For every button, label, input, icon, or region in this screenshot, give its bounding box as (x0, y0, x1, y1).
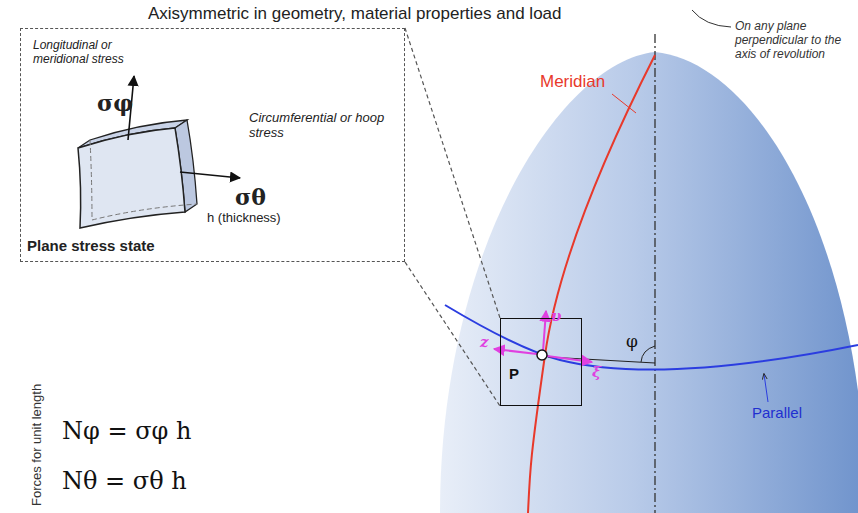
angle-arc (641, 346, 655, 362)
parallel-curve (445, 305, 858, 370)
curve-label: Meridian (540, 72, 605, 92)
point-label: P (509, 365, 519, 382)
formula: Nθ = σθ h (62, 468, 187, 496)
zoom-connector (405, 262, 500, 406)
axis-label: ξ (592, 364, 601, 381)
title: Axisymmetric in geometry, material prope… (148, 4, 562, 24)
axis-label: υ (551, 308, 561, 325)
leader-line (692, 10, 731, 27)
axis-arrow (543, 311, 546, 351)
axis-label: z (480, 334, 489, 351)
surface-element: P (500, 318, 582, 406)
inset-box: Longitudinal or meridional stress σφCircu… (20, 28, 405, 262)
axis-of-revolution (654, 34, 655, 513)
stress-caption: Circumferential or hoop stress (249, 111, 389, 141)
shell-surface (440, 52, 858, 513)
shell-element (78, 128, 185, 228)
side-label: Forces for unit length (30, 384, 45, 506)
angle-label: φ (626, 332, 638, 352)
zoom-connector (405, 28, 500, 318)
hidden-edge (90, 140, 197, 220)
inset-title: Plane stress state (27, 237, 155, 254)
axis-arrow (547, 356, 592, 362)
formula: Nφ = σφ h (62, 418, 191, 446)
meridian-curve (528, 55, 655, 513)
normal-line (548, 357, 655, 363)
leader-line (612, 94, 636, 113)
note: On any plane perpendicular to the axis o… (735, 20, 851, 61)
stress-caption: Longitudinal or meridional stress (33, 39, 145, 67)
stress-symbol: σθ (235, 185, 266, 210)
stress-symbol: σφ (97, 91, 133, 116)
curve-label: Parallel (752, 404, 802, 421)
leader-arrow (764, 374, 768, 402)
point-marker (537, 350, 547, 360)
thickness-label: h (thickness) (207, 211, 281, 226)
stress-arrow (180, 172, 240, 178)
